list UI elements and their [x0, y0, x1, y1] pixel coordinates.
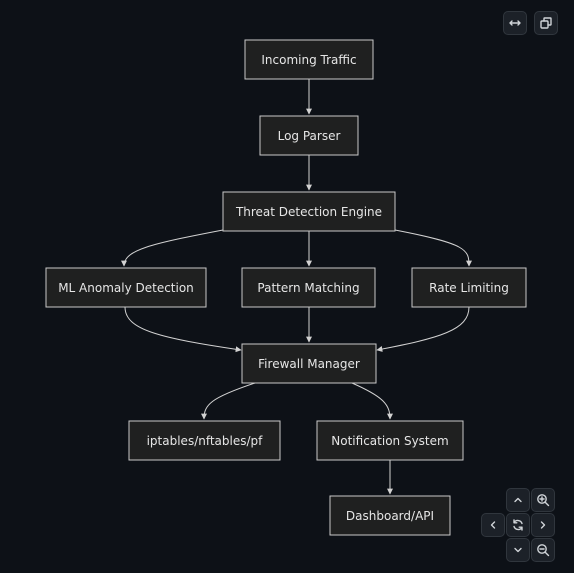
node-label: Incoming Traffic [261, 53, 356, 67]
pan-down-button[interactable] [506, 538, 530, 562]
node-iptables[interactable]: iptables/nftables/pf [128, 420, 281, 461]
node-label: ML Anomaly Detection [58, 281, 194, 295]
copy-button[interactable] [534, 11, 558, 35]
chevron-left-icon [487, 519, 499, 531]
reset-icon [511, 518, 525, 532]
node-label: Dashboard/API [346, 509, 434, 523]
node-label: iptables/nftables/pf [147, 434, 264, 448]
edge-rate-to-firewall [376, 306, 470, 352]
zoom-in-button[interactable] [531, 488, 555, 512]
chevron-up-icon [512, 494, 524, 506]
node-rate-limiting[interactable]: Rate Limiting [411, 267, 527, 308]
node-threat-detection-engine[interactable]: Threat Detection Engine [222, 191, 396, 232]
fit-width-icon [508, 16, 522, 30]
zoom-in-icon [536, 493, 550, 507]
node-firewall-manager[interactable]: Firewall Manager [241, 343, 377, 384]
node-dashboard-api[interactable]: Dashboard/API [329, 495, 451, 536]
edge-firewall-to-iptables [201, 382, 256, 420]
pan-right-button[interactable] [531, 513, 555, 537]
node-ml-anomaly-detection[interactable]: ML Anomaly Detection [45, 267, 207, 308]
node-log-parser[interactable]: Log Parser [259, 115, 359, 156]
node-label: Rate Limiting [429, 281, 509, 295]
edges [121, 79, 472, 495]
node-label: Firewall Manager [258, 357, 360, 371]
node-label: Notification System [331, 434, 448, 448]
edge-firewall-to-notify [351, 382, 393, 420]
edge-engine-to-ml [121, 229, 224, 267]
copy-icon [539, 16, 553, 30]
reset-view-button[interactable] [506, 513, 530, 537]
node-label: Log Parser [278, 129, 341, 143]
node-incoming-traffic[interactable]: Incoming Traffic [244, 39, 374, 80]
fit-width-button[interactable] [503, 11, 527, 35]
zoom-out-icon [536, 543, 550, 557]
pan-left-button[interactable] [481, 513, 505, 537]
node-notification-system[interactable]: Notification System [316, 420, 464, 461]
node-pattern-matching[interactable]: Pattern Matching [241, 267, 376, 308]
node-label: Pattern Matching [257, 281, 359, 295]
edge-ml-to-firewall [124, 306, 242, 353]
zoom-out-button[interactable] [531, 538, 555, 562]
node-label: Threat Detection Engine [235, 205, 382, 219]
pan-up-button[interactable] [506, 488, 530, 512]
chevron-right-icon [537, 519, 549, 531]
chevron-down-icon [512, 544, 524, 556]
edge-engine-to-rate [394, 229, 472, 267]
